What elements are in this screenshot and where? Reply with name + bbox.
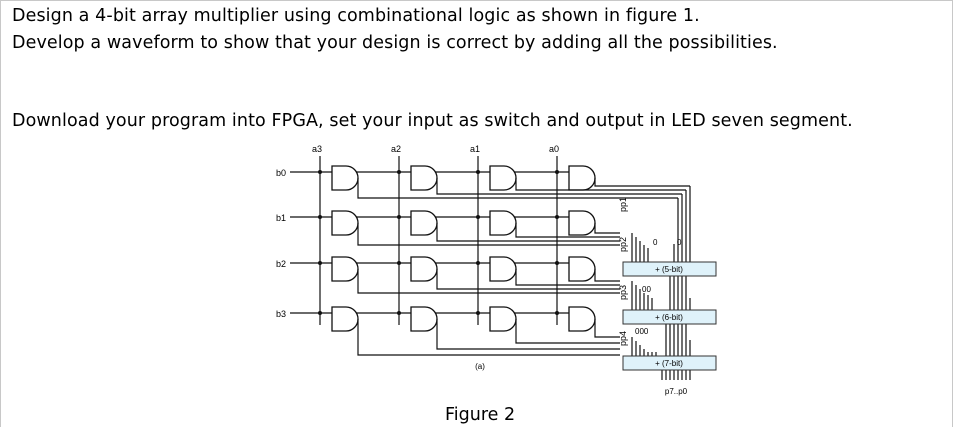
input-a1-label: a1 — [470, 144, 480, 154]
instruction-line-2: Develop a waveform to show that your des… — [12, 33, 778, 53]
array-multiplier-diagram: a3 a2 a1 a0 b0 b1 b2 b3 — [276, 144, 717, 396]
pp2-label: pp2 — [618, 237, 628, 252]
pp4-label: pp4 — [618, 331, 628, 346]
pad-zero-pp1: 0 — [677, 238, 682, 247]
input-a3-label: a3 — [312, 144, 322, 154]
instruction-line-1: Design a 4-bit array multiplier using co… — [12, 6, 700, 26]
input-b1-label: b1 — [276, 213, 286, 223]
partial-product-wires — [357, 178, 620, 356]
pp1-label: pp1 — [618, 197, 628, 212]
and-gate-array — [331, 165, 596, 332]
adder-5-bit — [622, 261, 717, 277]
junction-dots — [318, 170, 559, 315]
input-b3-label: b3 — [276, 309, 286, 319]
bus-wires — [620, 185, 691, 380]
pad-zeros-pp3: 00 — [642, 285, 651, 294]
adder-5-bit-label: + (5-bit) — [655, 265, 683, 274]
adder-7-bit-label: + (7-bit) — [655, 359, 683, 368]
input-b0-label: b0 — [276, 168, 286, 178]
figure-caption: Figure 2 — [445, 405, 516, 425]
input-a0-label: a0 — [549, 144, 559, 154]
output-label: p7..p0 — [665, 387, 688, 396]
input-a2-label: a2 — [391, 144, 401, 154]
adder-7-bit — [622, 355, 717, 371]
adder-6-bit-label: + (6-bit) — [655, 313, 683, 322]
pad-zeros-pp4: 000 — [635, 327, 649, 336]
adder-6-bit — [622, 309, 717, 325]
pp3-label: pp3 — [618, 285, 628, 300]
subfigure-label: (a) — [475, 362, 485, 371]
b-input-wires — [290, 171, 570, 314]
pad-zero-pp2: 0 — [653, 238, 658, 247]
instruction-line-3: Download your program into FPGA, set you… — [12, 111, 853, 131]
input-b2-label: b2 — [276, 259, 286, 269]
